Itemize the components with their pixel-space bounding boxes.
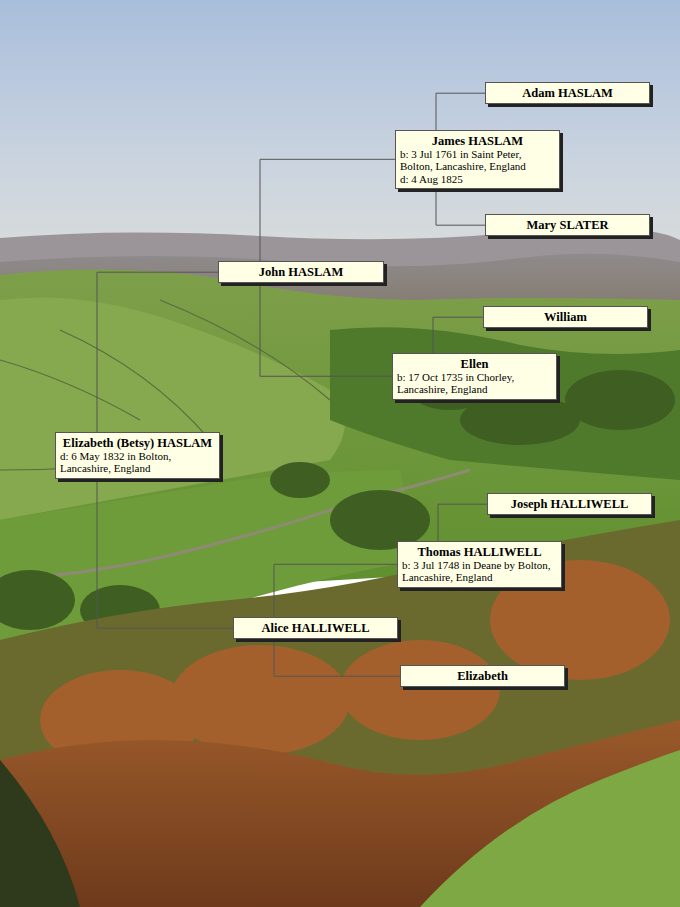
sky <box>0 0 680 260</box>
family-line <box>97 479 233 629</box>
family-line <box>260 283 392 376</box>
stone-walls <box>0 300 330 470</box>
person-box: William <box>483 306 648 328</box>
person-box: Thomas HALLIWELLb: 3 Jul 1748 in Deane b… <box>397 541 562 588</box>
autumn-trees <box>40 560 670 770</box>
person-box: James HASLAMb: 3 Jul 1761 in Saint Peter… <box>395 130 560 189</box>
grass-slope <box>420 750 680 907</box>
person-name: Elizabeth (Betsy) HASLAM <box>60 436 215 450</box>
shadow <box>0 760 80 907</box>
hillside <box>0 520 680 907</box>
person-box: Joseph HALLIWELL <box>487 493 652 515</box>
person-box: Alice HALLIWELL <box>233 617 398 639</box>
person-box: Elizabeth <box>400 665 565 687</box>
life-event: b: 3 Jul 1761 in Saint Peter, Bolton, La… <box>400 148 555 172</box>
pasture <box>0 298 345 521</box>
family-line <box>274 564 397 617</box>
family-line <box>436 93 485 130</box>
person-box: John HASLAM <box>218 261 384 283</box>
family-line <box>433 317 483 353</box>
person-name: William <box>488 310 643 324</box>
person-name: Thomas HALLIWELL <box>402 545 557 559</box>
person-name: James HASLAM <box>400 134 555 148</box>
life-event: b: 17 Oct 1735 in Chorley, Lancashire, E… <box>397 371 552 395</box>
wooded-valley <box>330 327 680 480</box>
life-event: d: 4 Aug 1825 <box>400 173 555 185</box>
person-box: Adam HASLAM <box>485 82 650 104</box>
family-line <box>274 639 400 676</box>
person-name: Mary SLATER <box>490 218 645 232</box>
life-event: d: 6 May 1832 in Bolton, Lancashire, Eng… <box>60 450 215 474</box>
person-box: Elizabeth (Betsy) HASLAMd: 6 May 1832 in… <box>55 432 220 479</box>
person-name: John HASLAM <box>223 265 379 279</box>
person-name: Joseph HALLIWELL <box>492 497 647 511</box>
family-line <box>438 504 487 541</box>
life-event: b: 3 Jul 1748 in Deane by Bolton, Lancas… <box>402 559 557 583</box>
family-line <box>97 272 218 432</box>
person-name: Ellen <box>397 357 552 371</box>
family-line <box>260 159 395 261</box>
person-name: Adam HASLAM <box>490 86 645 100</box>
family-line <box>436 189 485 226</box>
bracken <box>0 720 680 907</box>
person-name: Alice HALLIWELL <box>238 621 393 635</box>
person-name: Elizabeth <box>405 669 560 683</box>
person-box: Ellenb: 17 Oct 1735 in Chorley, Lancashi… <box>392 353 557 400</box>
person-box: Mary SLATER <box>485 214 650 236</box>
